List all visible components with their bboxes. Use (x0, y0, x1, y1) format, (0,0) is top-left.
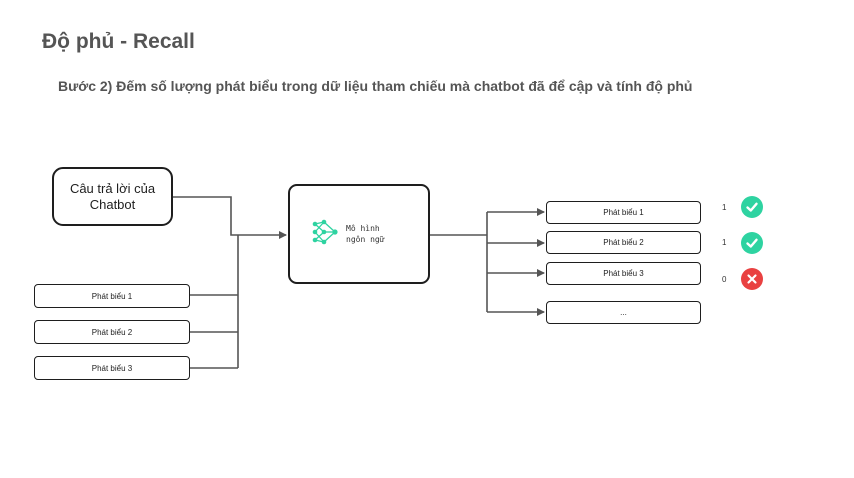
model-label: Mô hình ngôn ngữ (346, 224, 385, 244)
check-icon (741, 196, 763, 218)
output-statement-3: Phát biểu 3 (546, 262, 701, 285)
input-statement-3: Phát biểu 3 (34, 356, 190, 380)
output-statement-2: Phát biểu 2 (546, 231, 701, 254)
page-subtitle: Bước 2) Đếm số lượng phát biểu trong dữ … (58, 78, 693, 94)
input-statement-2: Phát biểu 2 (34, 320, 190, 344)
input-statement-1: Phát biểu 1 (34, 284, 190, 308)
output-statement-1: Phát biểu 1 (546, 201, 701, 224)
page-title: Độ phủ - Recall (42, 30, 195, 53)
output-statement-more: ... (546, 301, 701, 324)
check-icon (741, 232, 763, 254)
chatbot-answer-box: Câu trả lời của Chatbot (52, 167, 173, 226)
score-1: 1 (722, 203, 727, 212)
score-2: 1 (722, 238, 727, 247)
language-model-box: Mô hình ngôn ngữ (288, 184, 430, 284)
answer-connector (173, 196, 287, 239)
cross-icon (741, 268, 763, 290)
score-3: 0 (722, 275, 727, 284)
neural-network-icon (310, 217, 340, 252)
